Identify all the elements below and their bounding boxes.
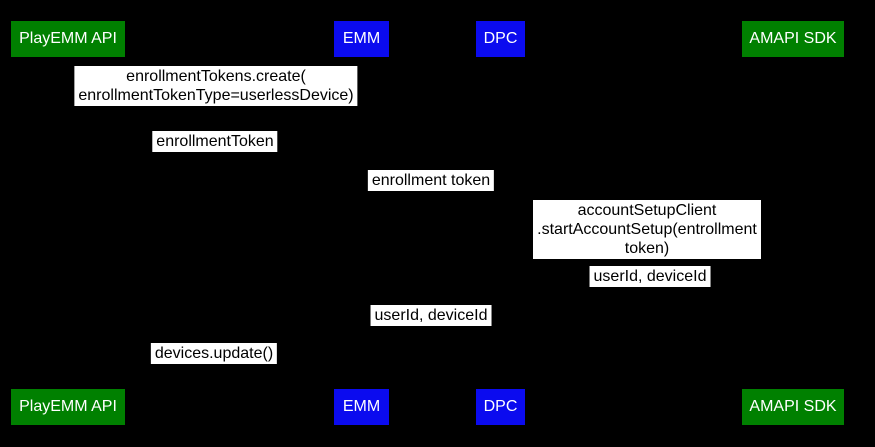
actor-box-playemm-api-top: PlayEMM API (11, 21, 125, 57)
actor-box-dpc-bottom: DPC (476, 389, 525, 425)
actor-box-amapi-sdk-top: AMAPI SDK (742, 21, 844, 57)
message-userid-deviceid-1: userId, deviceId (589, 266, 711, 287)
message-userid-deviceid-2: userId, deviceId (370, 305, 492, 326)
actor-box-amapi-sdk-bottom: AMAPI SDK (742, 389, 844, 425)
message-enrollmenttokens-create: enrollmentTokens.create( enrollmentToken… (74, 66, 358, 106)
actor-box-emm-top: EMM (334, 21, 389, 57)
message-devices-update: devices.update() (150, 343, 278, 364)
message-enrollmenttoken-return: enrollmentToken (152, 131, 278, 152)
message-enrollment-token: enrollment token (367, 170, 495, 191)
actor-box-dpc-top: DPC (476, 21, 525, 57)
message-startaccountsetup: accountSetupClient .startAccountSetup(en… (533, 200, 761, 259)
actor-box-emm-bottom: EMM (334, 389, 389, 425)
actor-box-playemm-api-bottom: PlayEMM API (11, 389, 125, 425)
